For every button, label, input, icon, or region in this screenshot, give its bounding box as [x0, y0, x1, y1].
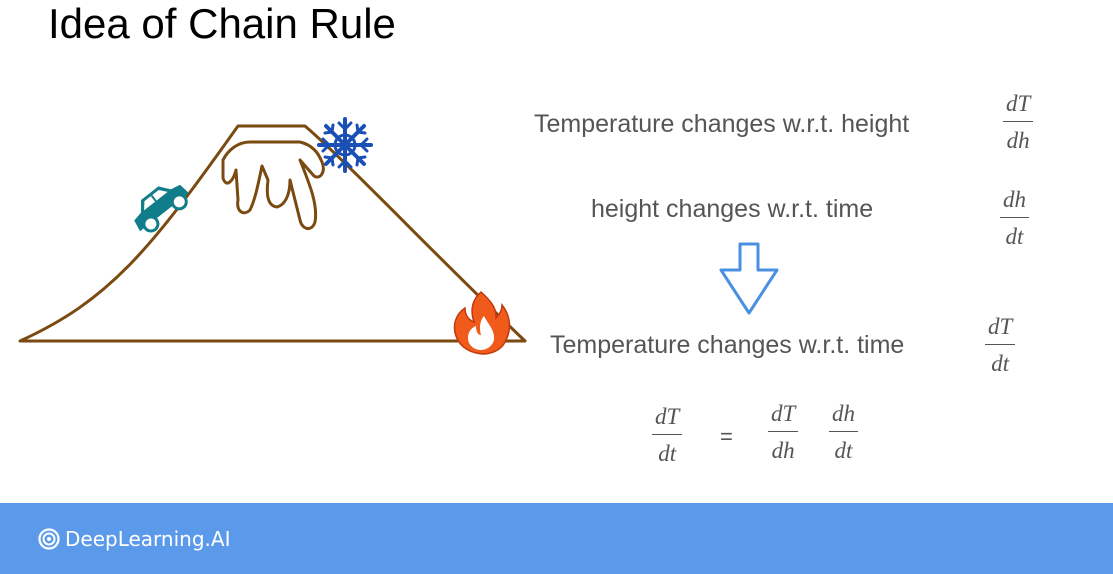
statement-temp-height: Temperature changes w.r.t. height	[534, 110, 910, 138]
fraction-bar	[1000, 217, 1029, 218]
footer-bar	[0, 503, 1113, 574]
fraction-dT-dh: dT dh	[1003, 91, 1034, 154]
fraction-dT-dt: dT dt	[985, 314, 1016, 377]
car-icon	[134, 184, 189, 233]
fraction-denominator: dh	[1006, 128, 1030, 153]
mountain-illustration	[18, 117, 779, 355]
fraction-numerator: dT	[988, 314, 1013, 339]
equals-sign: =	[720, 424, 733, 449]
fraction-numerator: dh	[832, 401, 855, 426]
snowflake-icon	[317, 117, 373, 173]
deeplearning-logo-icon	[38, 528, 60, 550]
fraction-numerator: dT	[771, 401, 796, 426]
mountain-icon	[18, 124, 527, 343]
equation-rhs2: dh dt	[829, 401, 858, 464]
fraction-bar	[652, 434, 683, 435]
brand-logo: DeepLearning.AI	[38, 527, 230, 551]
down-arrow-icon	[719, 242, 779, 315]
statement-temp-time: Temperature changes w.r.t. time	[550, 331, 905, 359]
fraction-dh-dt: dh dt	[1000, 187, 1029, 250]
page-title: Idea of Chain Rule	[48, 0, 396, 47]
fraction-bar	[1003, 121, 1034, 122]
fraction-numerator: dT	[1006, 91, 1031, 116]
fraction-denominator: dt	[658, 441, 677, 466]
fraction-denominator: dt	[1005, 224, 1024, 249]
fraction-denominator: dt	[991, 351, 1010, 376]
fraction-bar	[768, 431, 799, 432]
statement-height-time: height changes w.r.t. time	[591, 195, 874, 223]
brand-name: DeepLearning.AI	[65, 527, 231, 551]
fraction-denominator: dh	[771, 438, 795, 463]
fraction-denominator: dt	[834, 438, 853, 463]
fraction-bar	[829, 431, 858, 432]
equation-rhs1: dT dh	[768, 401, 799, 464]
fire-icon	[453, 290, 511, 355]
equation-lhs: dT dt	[652, 404, 683, 467]
fraction-numerator: dT	[655, 404, 680, 429]
fraction-numerator: dh	[1003, 187, 1026, 212]
fraction-bar	[985, 344, 1016, 345]
